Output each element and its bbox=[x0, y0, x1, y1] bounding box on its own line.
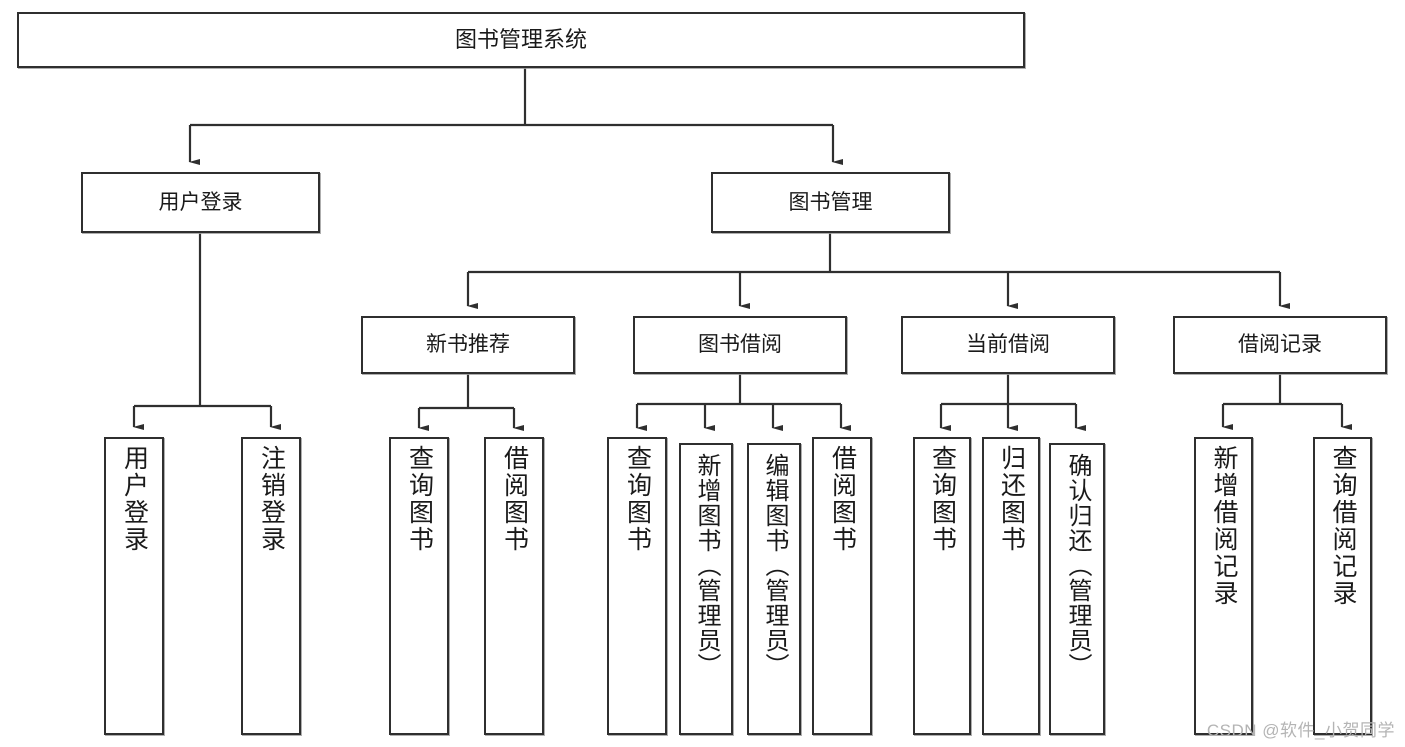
leaf-current-borrow-confirm-label: 确认归还（管理员） bbox=[1064, 453, 1091, 678]
leaf-book-borrow-add[interactable]: 新增图书（管理员） bbox=[679, 443, 733, 735]
leaf-current-borrow-return-label: 归还图书 bbox=[997, 445, 1026, 553]
leaf-new-book-query-label: 查询图书 bbox=[405, 445, 434, 553]
leaf-new-book-borrow-label: 借阅图书 bbox=[500, 445, 529, 553]
leaf-user-login-signin[interactable]: 用户登录 bbox=[104, 437, 164, 735]
leaf-current-borrow-query[interactable]: 查询图书 bbox=[913, 437, 971, 735]
leaf-book-borrow-edit-label: 编辑图书（管理员） bbox=[761, 453, 788, 678]
node-current-borrow-label: 当前借阅 bbox=[966, 333, 1050, 357]
leaf-book-borrow-add-label: 新增图书（管理员） bbox=[693, 453, 720, 678]
node-new-book-recommend[interactable]: 新书推荐 bbox=[361, 316, 575, 374]
node-book-borrow[interactable]: 图书借阅 bbox=[633, 316, 847, 374]
leaf-book-borrow-query-label: 查询图书 bbox=[623, 445, 652, 553]
node-user-login[interactable]: 用户登录 bbox=[81, 172, 320, 233]
node-root[interactable]: 图书管理系统 bbox=[17, 12, 1025, 68]
leaf-new-book-borrow[interactable]: 借阅图书 bbox=[484, 437, 544, 735]
node-borrow-record-label: 借阅记录 bbox=[1238, 333, 1322, 357]
node-current-borrow[interactable]: 当前借阅 bbox=[901, 316, 1115, 374]
leaf-user-login-signout-label: 注销登录 bbox=[257, 445, 286, 553]
leaf-book-borrow-query[interactable]: 查询图书 bbox=[607, 437, 667, 735]
leaf-borrow-record-query[interactable]: 查询借阅记录 bbox=[1313, 437, 1372, 735]
leaf-current-borrow-return[interactable]: 归还图书 bbox=[982, 437, 1040, 735]
leaf-current-borrow-confirm[interactable]: 确认归还（管理员） bbox=[1049, 443, 1105, 735]
leaf-book-borrow-borrow-label: 借阅图书 bbox=[828, 445, 857, 553]
node-book-management[interactable]: 图书管理 bbox=[711, 172, 950, 233]
node-user-login-label: 用户登录 bbox=[158, 190, 243, 214]
leaf-user-login-signin-label: 用户登录 bbox=[120, 445, 149, 553]
leaf-borrow-record-add-label: 新增借阅记录 bbox=[1210, 445, 1238, 607]
watermark: CSDN @软件_小贺同学 bbox=[1206, 721, 1395, 740]
leaf-user-login-signout[interactable]: 注销登录 bbox=[241, 437, 301, 735]
node-borrow-record[interactable]: 借阅记录 bbox=[1173, 316, 1387, 374]
leaf-borrow-record-query-label: 查询借阅记录 bbox=[1329, 445, 1357, 607]
leaf-book-borrow-borrow[interactable]: 借阅图书 bbox=[812, 437, 872, 735]
node-root-label: 图书管理系统 bbox=[454, 26, 587, 52]
node-book-borrow-label: 图书借阅 bbox=[698, 333, 782, 357]
leaf-new-book-query[interactable]: 查询图书 bbox=[389, 437, 449, 735]
leaf-borrow-record-add[interactable]: 新增借阅记录 bbox=[1194, 437, 1253, 735]
leaf-current-borrow-query-label: 查询图书 bbox=[928, 445, 957, 553]
node-new-book-recommend-label: 新书推荐 bbox=[426, 333, 510, 357]
leaf-book-borrow-edit[interactable]: 编辑图书（管理员） bbox=[747, 443, 801, 735]
node-book-management-label: 图书管理 bbox=[788, 190, 873, 214]
